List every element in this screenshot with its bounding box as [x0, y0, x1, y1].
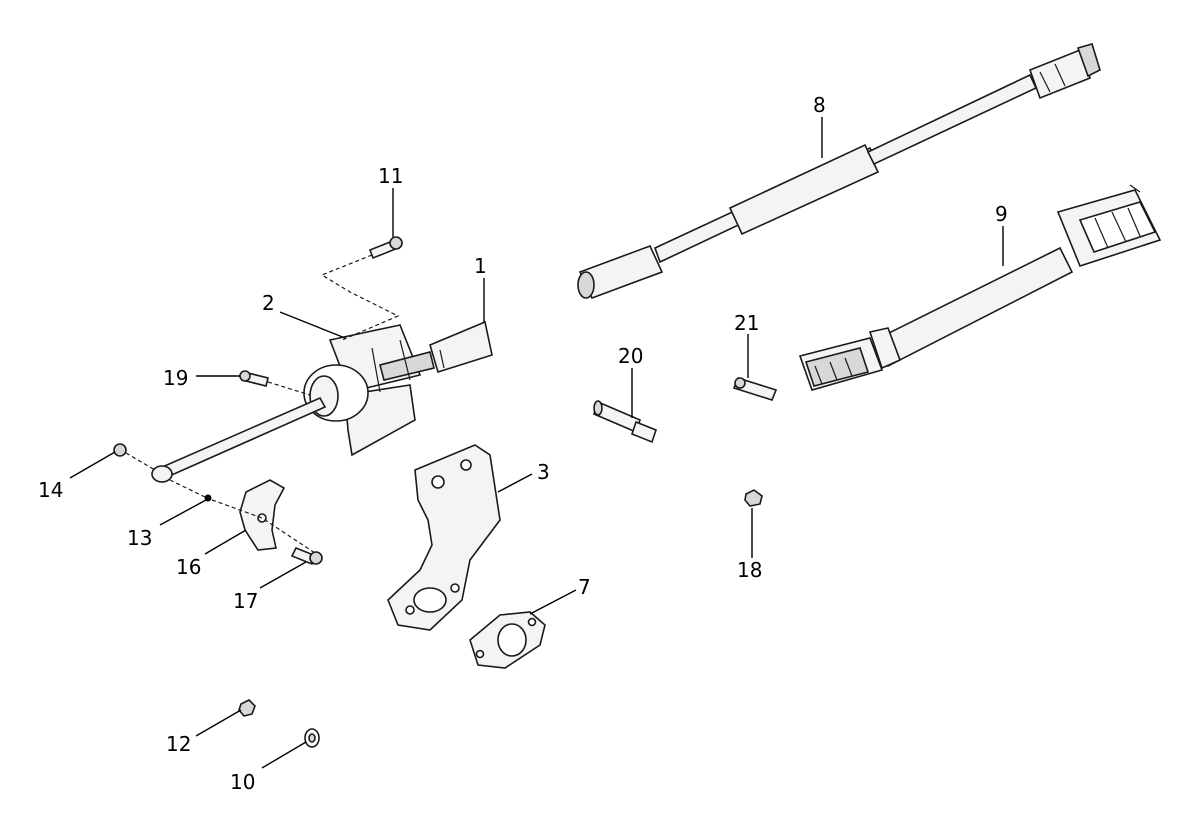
part-20-sensor [593, 400, 657, 444]
leader-10 [261, 741, 307, 769]
callout-11: 11 [378, 164, 403, 188]
solenoid-rod [151, 396, 327, 483]
leader-2 [279, 311, 346, 339]
callout-14: 14 [38, 478, 63, 502]
leader-lines [69, 117, 1004, 769]
part-7-gasket [469, 611, 546, 669]
leader-3 [497, 473, 533, 493]
part-10-washer [304, 728, 320, 748]
callout-18: 18 [737, 558, 762, 582]
part-9-wire-harness [798, 184, 1162, 391]
part-1-plunger-boot [429, 320, 493, 374]
callout-16: 16 [176, 555, 201, 579]
part-11-screw [320, 236, 403, 341]
part-2-solenoid-body [303, 324, 435, 457]
part-12-nut [238, 699, 256, 717]
callout-12: 12 [166, 732, 191, 756]
leader-14 [69, 451, 116, 479]
leader-13 [159, 499, 207, 526]
callout-10: 10 [230, 770, 255, 794]
callout-21: 21 [734, 311, 759, 335]
part-14-nut [113, 443, 156, 471]
part-21-pin [732, 377, 778, 401]
leader-16 [204, 529, 247, 555]
part-3-bracket [387, 444, 501, 631]
leader-12 [195, 709, 242, 737]
part-16-lever [211, 479, 319, 556]
callout-9: 9 [995, 202, 1008, 226]
part-17-bolt [290, 546, 323, 566]
callout-17: 17 [233, 589, 258, 613]
callout-2: 2 [262, 291, 275, 315]
callout-7: 7 [578, 575, 591, 599]
callout-1: 1 [474, 254, 487, 278]
leader-17 [259, 561, 307, 589]
callout-13: 13 [127, 526, 152, 550]
callout-3: 3 [537, 460, 550, 484]
callout-8: 8 [813, 93, 826, 117]
part-8-wire-harness [577, 43, 1101, 300]
part-18-nut [744, 489, 763, 507]
part-19-screw [239, 370, 311, 396]
leader-7 [529, 589, 577, 615]
callout-19: 19 [163, 366, 188, 390]
callout-20: 20 [618, 344, 643, 368]
callout-labels: 1 2 3 7 8 9 10 11 12 13 14 16 17 18 19 2… [38, 93, 1008, 794]
part-13-ball [169, 479, 212, 502]
